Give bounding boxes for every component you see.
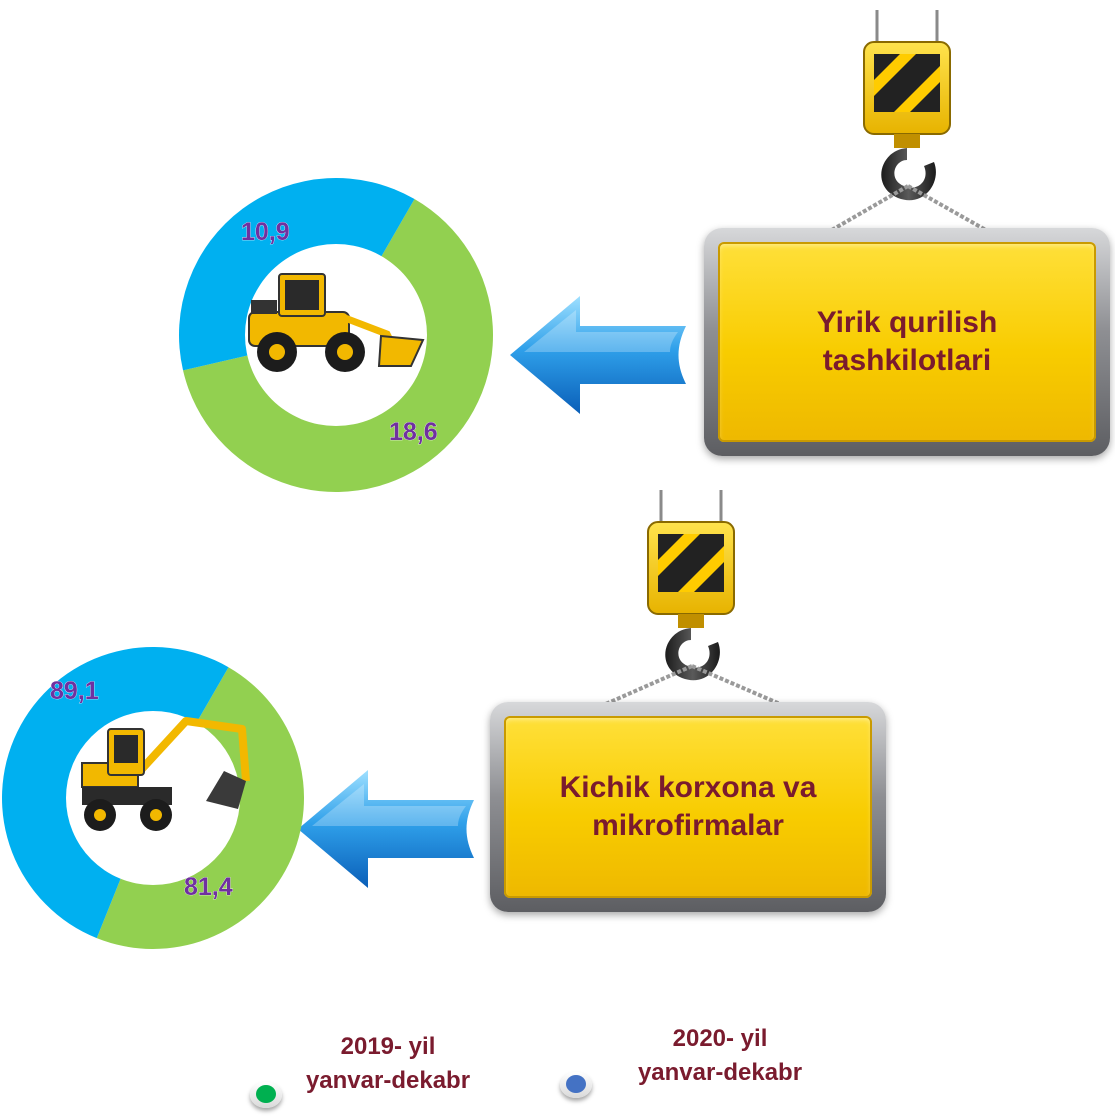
arrow-left-icon — [298, 770, 474, 888]
sign-text: Kichik korxona va mikrofirmalar — [560, 769, 817, 845]
sign-line-2: tashkilotlari — [822, 344, 992, 377]
sign-text: Yirik qurilish tashkilotlari — [817, 304, 998, 380]
legend-item-2020: 2020- yil yanvar-dekabr — [560, 1025, 860, 1110]
arrow-left-icon — [510, 296, 686, 414]
legend-label-line-1: 2020- yil — [672, 1025, 768, 1052]
donut-chart-small-enterprises: 89,1 81,4 — [2, 647, 304, 949]
legend-label-line-2: yanvar-dekabr — [305, 1067, 471, 1094]
value-label-2020-bottom: 89,1 — [50, 677, 99, 705]
legend-dot-icon — [560, 1072, 592, 1098]
wheel-loader-icon — [248, 273, 425, 372]
legend-dot-core — [566, 1075, 586, 1093]
sign-small-enterprises: Kichik korxona va mikrofirmalar — [490, 702, 886, 912]
legend-dot-core — [256, 1085, 276, 1103]
legend-item-2019: 2019- yil yanvar-dekabr — [240, 1030, 500, 1110]
legend-label-line-1: 2019- yil — [340, 1033, 436, 1060]
crane-hook-icon — [816, 10, 1001, 240]
crane-hook-icon — [591, 490, 795, 712]
sign-line-2: mikrofirmalar — [592, 809, 784, 842]
sign-panel: Kichik korxona va mikrofirmalar — [504, 716, 872, 898]
value-label-2019-bottom: 81,4 — [184, 873, 233, 901]
legend-label-2019: 2019- yil yanvar-dekabr — [288, 1030, 488, 1098]
legend-label-2020: 2020- yil yanvar-dekabr — [600, 1022, 840, 1090]
sign-panel: Yirik qurilish tashkilotlari — [718, 242, 1096, 442]
excavator-icon — [81, 717, 250, 831]
legend-dot-icon — [250, 1082, 282, 1108]
legend: 2019- yil yanvar-dekabr 2020- yil yanvar… — [240, 1025, 860, 1110]
value-label-2020-top: 10,9 — [241, 218, 290, 246]
donut-chart-large-organizations: 10,9 18,6 — [179, 178, 493, 492]
sign-large-organizations: Yirik qurilish tashkilotlari — [704, 228, 1110, 456]
sign-line-1: Yirik qurilish — [816, 306, 998, 339]
sign-line-1: Kichik korxona va — [559, 771, 817, 804]
legend-label-line-2: yanvar-dekabr — [637, 1059, 803, 1086]
value-label-2019-top: 18,6 — [389, 418, 438, 446]
